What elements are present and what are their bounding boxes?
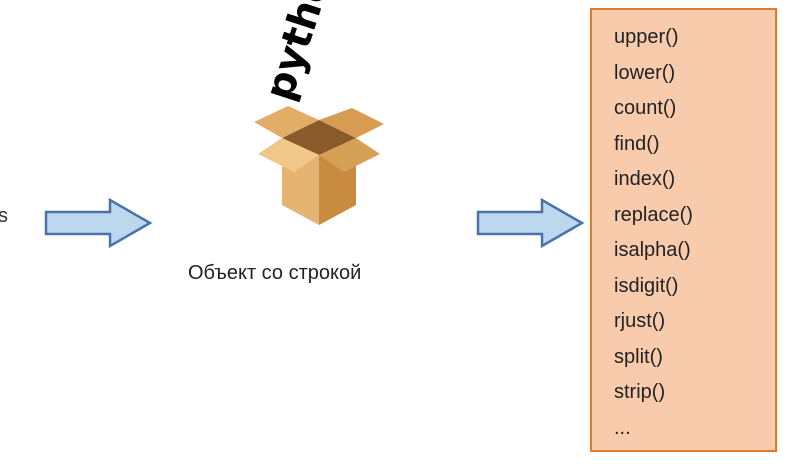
method-item: index() (614, 168, 676, 190)
cardboard-box-icon (254, 106, 384, 225)
method-item: isalpha() (614, 239, 691, 261)
object-caption: Объект со строкой (188, 262, 362, 284)
method-item: find() (614, 132, 660, 155)
method-item: rjust() (614, 310, 666, 332)
method-item: replace() (614, 203, 693, 226)
python-word: python (256, 0, 349, 107)
method-item: split() (614, 345, 663, 368)
arrow-right-icon (476, 198, 585, 248)
method-item: strip() (614, 381, 666, 403)
arrow-right-icon (44, 198, 153, 248)
method-item: upper() (614, 26, 679, 48)
methods-panel: upper() lower() count() find() index() r… (590, 8, 777, 452)
method-item: isdigit() (614, 274, 679, 297)
methods-list: upper() lower() count() find() index() r… (592, 10, 775, 446)
method-item: lower() (614, 61, 676, 84)
method-item: ... (614, 416, 631, 439)
method-item: count() (614, 97, 677, 119)
variable-label: s (0, 205, 8, 227)
